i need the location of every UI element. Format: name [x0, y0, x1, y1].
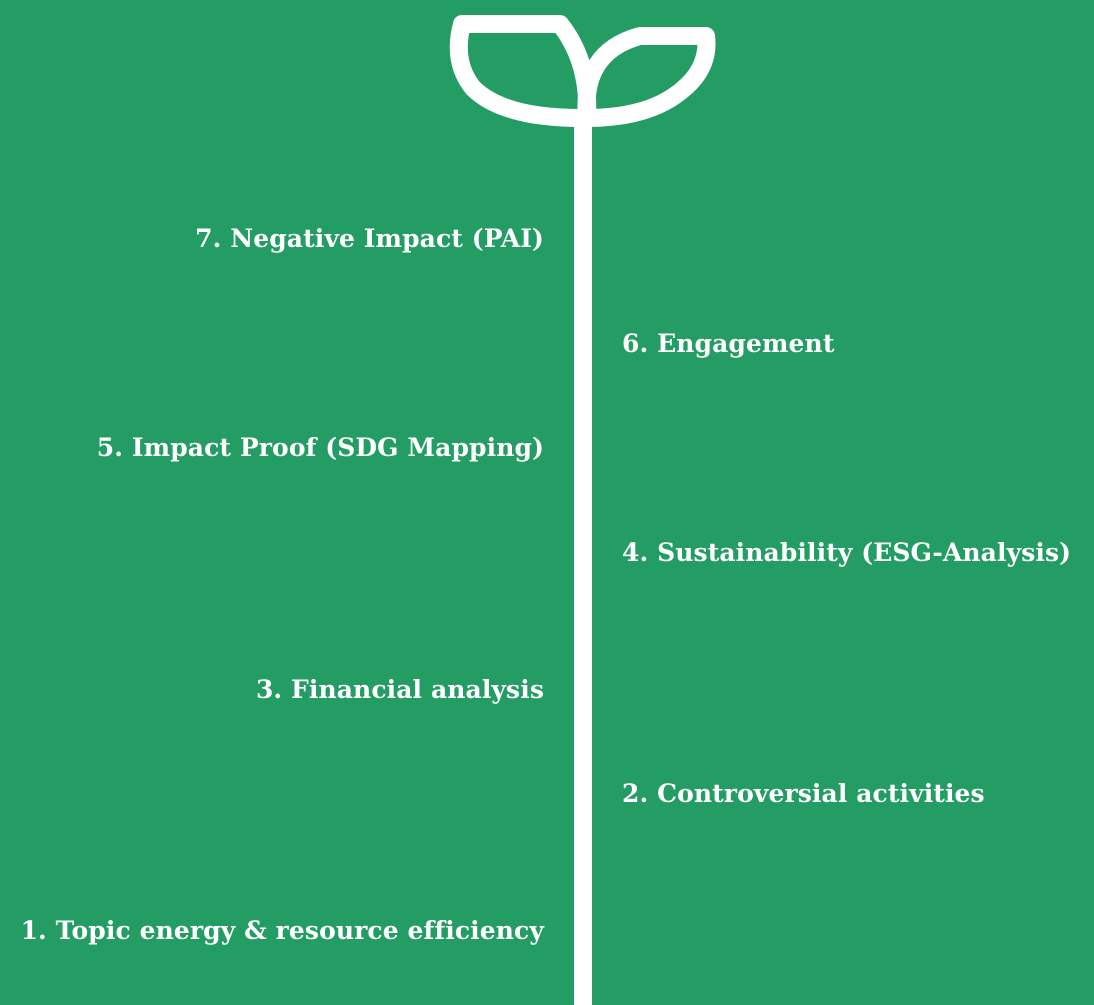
step-4-label: 4. Sustainability (ESG-Analysis)	[622, 538, 1072, 567]
step-5-label: 5. Impact Proof (SDG Mapping)	[96, 433, 544, 462]
step-1-label: 1. Topic energy & resource efficiency	[20, 916, 544, 945]
left-leaf-icon	[449, 15, 597, 128]
right-leaf-icon	[577, 27, 716, 127]
step-3-label: 3. Financial analysis	[255, 675, 544, 704]
step-2-label: 2. Controversial activities	[622, 779, 985, 808]
step-7-label: 7. Negative Impact (PAI)	[195, 224, 544, 253]
step-6-label: 6. Engagement	[622, 329, 835, 358]
